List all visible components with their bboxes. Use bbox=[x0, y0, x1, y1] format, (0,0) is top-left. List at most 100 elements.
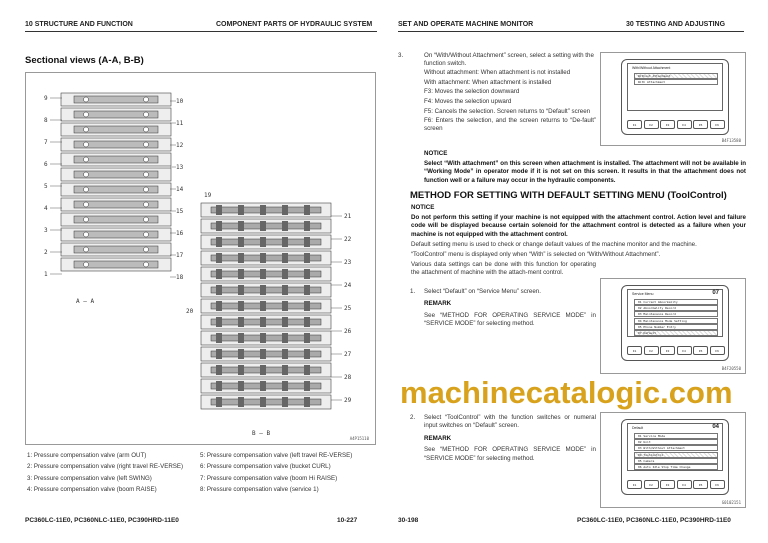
port bbox=[143, 261, 149, 268]
callout-label: 23 bbox=[344, 259, 352, 266]
spring bbox=[304, 269, 310, 279]
spring bbox=[282, 269, 288, 279]
spring bbox=[260, 317, 266, 327]
function-key-f3[interactable]: F3 bbox=[660, 346, 675, 355]
spring bbox=[282, 333, 288, 343]
screen-title: Service Menu bbox=[632, 292, 654, 296]
spool bbox=[73, 260, 159, 269]
menu-row[interactable]: 04 ToolControl bbox=[634, 451, 718, 458]
step-number: 1. bbox=[410, 288, 416, 295]
spring bbox=[260, 365, 266, 375]
function-key-f3[interactable]: F3 bbox=[660, 120, 675, 129]
function-key-f5[interactable]: F5 bbox=[693, 346, 708, 355]
legend-item: 5: Pressure compensation valve (left tra… bbox=[200, 452, 353, 459]
spring bbox=[304, 301, 310, 311]
menu-row[interactable]: 05 Phone Number Entry bbox=[634, 323, 718, 330]
spool bbox=[73, 185, 159, 194]
legend-item: 2: Pressure compensation valve (right tr… bbox=[27, 463, 184, 471]
port bbox=[83, 246, 89, 253]
screen-title: With/Without Attachment bbox=[632, 66, 671, 70]
function-key-f4[interactable]: F4 bbox=[676, 480, 692, 489]
remark-text: See “METHOD FOR OPERATING SERVICE MODE” … bbox=[424, 311, 596, 328]
port bbox=[83, 261, 89, 268]
right-footer-models: PC360LC-11E0, PC360NLC-11E0, PC390HRD-11… bbox=[577, 517, 731, 524]
menu-row[interactable]: 05 Camera bbox=[634, 457, 718, 464]
callout-label: 11 bbox=[176, 120, 184, 127]
spool bbox=[73, 110, 159, 119]
callout-label: 8 bbox=[44, 117, 48, 124]
menu-row[interactable]: 02 Abnormality Record bbox=[634, 305, 718, 312]
function-key-f6[interactable]: F6 bbox=[709, 480, 725, 489]
spring bbox=[216, 205, 222, 215]
spool bbox=[73, 140, 159, 149]
spring bbox=[216, 253, 222, 263]
menu-row[interactable]: 07 Default bbox=[634, 330, 718, 336]
function-key-f1[interactable]: F1 bbox=[627, 346, 642, 355]
function-key-f1[interactable]: F1 bbox=[627, 480, 642, 489]
spring bbox=[282, 317, 288, 327]
spring bbox=[260, 237, 266, 247]
spring bbox=[304, 397, 310, 407]
spring bbox=[238, 381, 244, 391]
spring bbox=[304, 317, 310, 327]
menu-row[interactable]: 04 Maintenance Mode Setting bbox=[634, 317, 718, 324]
screen-number: 04 bbox=[712, 424, 719, 430]
callout-label: 13 bbox=[176, 164, 184, 171]
function-key-f4[interactable]: F4 bbox=[676, 120, 692, 129]
spring bbox=[238, 269, 244, 279]
spring bbox=[238, 205, 244, 215]
spring bbox=[238, 237, 244, 247]
spool bbox=[73, 170, 159, 179]
port bbox=[143, 171, 149, 178]
callout-label: 5 bbox=[44, 183, 48, 190]
function-key-f6[interactable]: F6 bbox=[709, 120, 725, 129]
port bbox=[143, 246, 149, 253]
step-number: 3. bbox=[398, 52, 404, 59]
menu-row[interactable]: 02 Unit bbox=[634, 439, 718, 446]
legend-item: 4: Pressure compensation valve (boom RAI… bbox=[27, 486, 157, 494]
spring bbox=[260, 285, 266, 295]
menu-row[interactable]: With Attachment bbox=[634, 79, 718, 86]
callout-label: 10 bbox=[176, 98, 184, 105]
callout-label: 15 bbox=[176, 208, 184, 215]
step3-line: F5: Cancels the selection. Screen return… bbox=[424, 107, 591, 115]
spring bbox=[304, 349, 310, 359]
function-key-f2[interactable]: F2 bbox=[643, 480, 659, 489]
function-key-f5[interactable]: F5 bbox=[693, 480, 708, 489]
spring bbox=[260, 205, 266, 215]
function-key-f2[interactable]: F2 bbox=[643, 346, 659, 355]
spool bbox=[73, 215, 159, 224]
callout-label: 1 bbox=[44, 271, 48, 278]
spool bbox=[73, 155, 159, 164]
right-footer-page: 30-198 bbox=[398, 517, 419, 524]
menu-row[interactable]: 03 With/Without Attachment bbox=[634, 445, 718, 452]
port bbox=[83, 126, 89, 133]
callout-label: 7 bbox=[44, 139, 48, 146]
legend-item: 6: Pressure compensation valve (bucket C… bbox=[200, 463, 331, 471]
menu-row[interactable]: 01 Current Abnormality bbox=[634, 299, 718, 305]
spring bbox=[216, 285, 222, 295]
function-key-f4[interactable]: F4 bbox=[676, 346, 692, 355]
menu-row[interactable]: 01 Service Mode bbox=[634, 433, 718, 439]
spring bbox=[260, 221, 266, 231]
paragraph: Default setting menu is used to check or… bbox=[411, 241, 697, 248]
menu-row[interactable]: Without Attachment bbox=[634, 73, 718, 79]
function-key-f2[interactable]: F2 bbox=[643, 120, 659, 129]
function-key-f3[interactable]: F3 bbox=[660, 480, 675, 489]
spring bbox=[216, 349, 222, 359]
callout-label: 9 bbox=[44, 95, 48, 102]
callout-label: 6 bbox=[44, 161, 48, 168]
spring bbox=[304, 253, 310, 263]
menu-row[interactable]: 03 Maintenance Record bbox=[634, 311, 718, 318]
callout-label: 16 bbox=[176, 230, 184, 237]
function-key-f5[interactable]: F5 bbox=[693, 120, 708, 129]
spring bbox=[238, 365, 244, 375]
function-key-f1[interactable]: F1 bbox=[627, 120, 642, 129]
remark-label: REMARK bbox=[424, 300, 452, 308]
menu-row[interactable]: 06 Auto Idle Stop Time Change bbox=[634, 464, 718, 470]
spring bbox=[238, 285, 244, 295]
function-key-f6[interactable]: F6 bbox=[709, 346, 725, 355]
step3-line: F4: Moves the selection upward bbox=[424, 97, 512, 105]
